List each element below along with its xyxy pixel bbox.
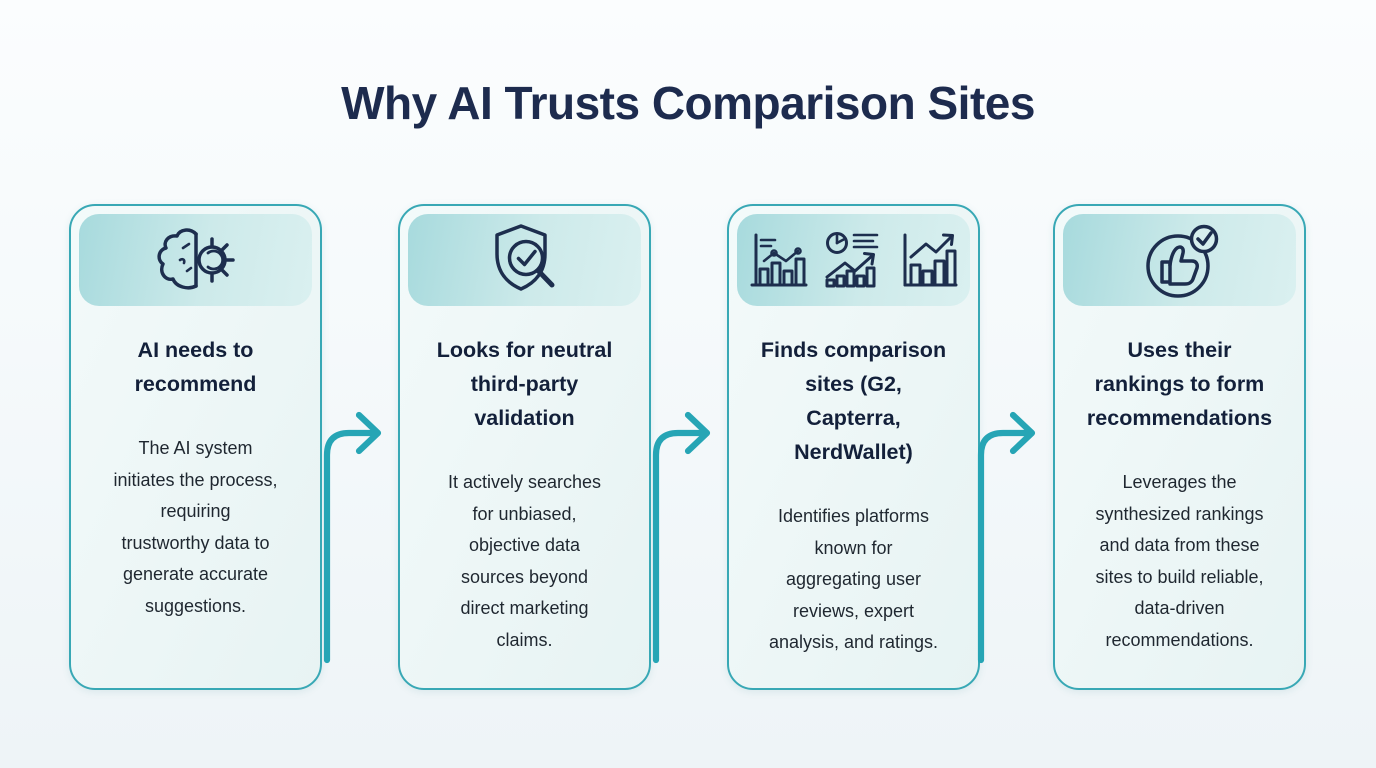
pie-trend-chart-icon bbox=[823, 231, 885, 289]
page-title: Why AI Trusts Comparison Sites bbox=[341, 77, 1035, 129]
flow-arrow-icon bbox=[972, 402, 1042, 664]
icon-header bbox=[79, 214, 312, 306]
flow-arrow-icon bbox=[647, 402, 717, 664]
thumbs-up-check-icon bbox=[1134, 219, 1226, 301]
step-body: Leverages the synthesized rankings and d… bbox=[1095, 472, 1264, 650]
step-heading: AI needs to recommend bbox=[134, 338, 257, 396]
growth-bar-chart-icon bbox=[898, 231, 960, 289]
step-card-uses-rankings: Uses their rankings to form recommendati… bbox=[1053, 204, 1306, 690]
icon-header bbox=[1063, 214, 1296, 306]
step-heading: Finds comparison sites (G2, Capterra, Ne… bbox=[760, 338, 947, 464]
step-card-finds-comparison-sites: Finds comparison sites (G2, Capterra, Ne… bbox=[727, 204, 980, 690]
icon-header bbox=[408, 214, 641, 306]
step-heading: Looks for neutral third-party validation bbox=[436, 338, 613, 430]
flow-arrow-icon bbox=[318, 402, 388, 664]
brain-gear-icon bbox=[150, 220, 242, 300]
step-body: It actively searches for unbiased, objec… bbox=[447, 472, 602, 650]
shield-magnifier-check-icon bbox=[482, 220, 568, 300]
step-card-ai-needs-to-recommend: AI needs to recommend The AI system init… bbox=[69, 204, 322, 690]
icon-header bbox=[737, 214, 970, 306]
step-heading: Uses their rankings to form recommendati… bbox=[1086, 338, 1273, 430]
bar-line-chart-icon bbox=[748, 231, 810, 289]
step-card-third-party-validation: Looks for neutral third-party validation… bbox=[398, 204, 651, 690]
step-body: Identifies platforms known for aggregati… bbox=[768, 506, 939, 652]
step-body: The AI system initiates the process, req… bbox=[113, 438, 278, 616]
